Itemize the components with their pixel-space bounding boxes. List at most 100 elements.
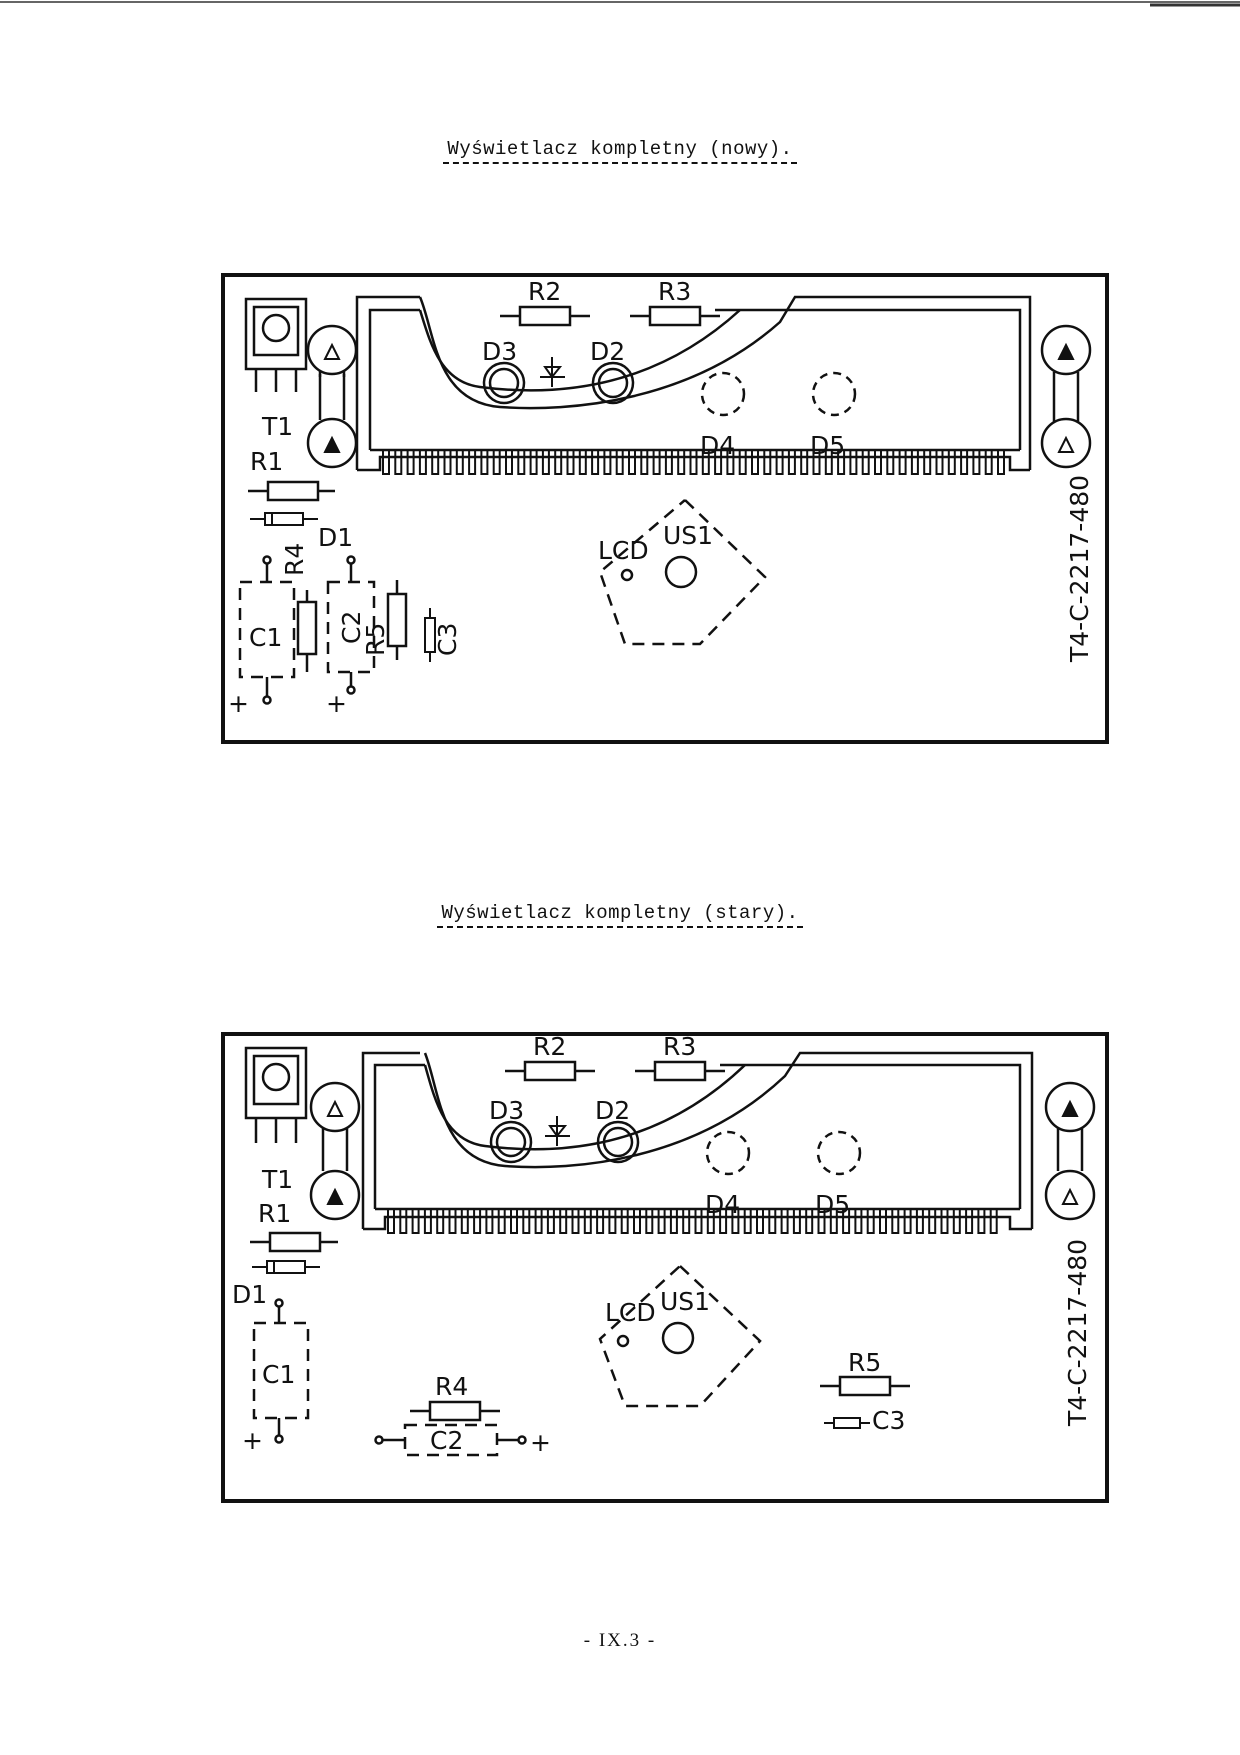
label-c1: C1 — [262, 1360, 295, 1389]
label-r5: R5 — [361, 623, 390, 656]
pcb-diagram-new: T1 LCD R2 R3 D3 — [221, 273, 1109, 744]
label-plus-1: + — [228, 689, 249, 718]
lcd-module — [355, 295, 1032, 475]
label-d2: D2 — [590, 337, 625, 366]
lcd-pin — [763, 449, 772, 475]
lcd-pin — [923, 449, 932, 475]
page-number: - IX.3 - — [583, 1630, 657, 1651]
capacitor-c1 — [252, 1298, 310, 1444]
lcd-pin — [903, 1208, 912, 1234]
lcd-pin — [473, 1208, 482, 1234]
lcd-pin — [977, 1208, 986, 1234]
lcd-pin — [529, 449, 538, 475]
label-c2: C2 — [430, 1426, 463, 1455]
lcd-pin — [522, 1208, 531, 1234]
led-d5-outline — [811, 371, 857, 417]
lcd-pin — [682, 1208, 691, 1234]
resistor-r3 — [630, 305, 720, 327]
label-d5: D5 — [810, 431, 845, 460]
transistor-t1 — [244, 1046, 308, 1143]
lcd-pin — [910, 449, 919, 475]
capacitor-c2 — [374, 1423, 527, 1457]
lcd-pin — [743, 1208, 752, 1234]
diode-d1 — [250, 512, 318, 526]
led-d4-outline — [705, 1130, 751, 1176]
lcd-pin — [510, 1208, 518, 1234]
lcd-pin — [800, 449, 809, 475]
lcd-pin — [387, 1208, 395, 1234]
lcd-pin — [455, 449, 464, 475]
right-mounting-holes — [1040, 324, 1092, 469]
lcd-pin — [505, 449, 513, 475]
label-us1: US1 — [663, 521, 713, 550]
lcd-pin — [874, 449, 882, 475]
lcd-pin — [738, 449, 747, 475]
label-c3: C3 — [433, 623, 462, 656]
lcd-pin — [645, 1208, 654, 1234]
section-title-old: Wyświetlacz kompletny (stary). — [0, 902, 1240, 928]
capacitor-c3 — [824, 1417, 870, 1429]
lcd-pin — [554, 449, 563, 475]
lcd-pin — [418, 449, 427, 475]
lcd-pin — [492, 449, 501, 475]
lcd-pin — [780, 1208, 789, 1234]
lcd-pin — [861, 449, 870, 475]
lcd-pin — [935, 449, 944, 475]
lcd-pin — [997, 449, 1005, 475]
lcd-pin — [603, 449, 612, 475]
lcd-pin — [898, 449, 907, 475]
lcd-pin — [583, 1208, 592, 1234]
resistor-r1 — [248, 480, 335, 502]
lcd-pin — [829, 1208, 838, 1234]
lcd-pin — [701, 449, 710, 475]
lcd-pin — [886, 449, 895, 475]
lcd-pin — [817, 1208, 826, 1234]
label-d3: D3 — [489, 1096, 524, 1125]
led-d3 — [482, 361, 526, 405]
lcd-pin — [628, 449, 636, 475]
lcd-pin — [652, 449, 661, 475]
label-r1: R1 — [258, 1199, 291, 1228]
lcd-pins-new — [382, 449, 1005, 475]
lcd-pin — [406, 449, 415, 475]
label-c2: C2 — [337, 611, 366, 644]
lcd-pin — [664, 449, 673, 475]
lcd-pin — [460, 1208, 469, 1234]
resistor-r2 — [505, 1060, 595, 1082]
resistor-r4 — [296, 590, 318, 672]
lcd-pin — [960, 449, 969, 475]
lcd-pin — [517, 449, 526, 475]
section-title-new-text: Wyświetlacz kompletny (nowy). — [443, 138, 797, 164]
lcd-pin — [731, 1208, 740, 1234]
label-r3: R3 — [663, 1032, 696, 1061]
label-plus-1: + — [242, 1426, 263, 1455]
lcd-pin — [394, 449, 403, 475]
diode-symbol — [545, 1116, 570, 1146]
diode-symbol — [540, 357, 565, 387]
lcd-pin — [411, 1208, 420, 1234]
label-d3: D3 — [482, 337, 517, 366]
board-outline — [221, 1032, 1109, 1503]
lcd-pin — [972, 449, 981, 475]
lcd-pin — [824, 449, 833, 475]
lcd-pin — [915, 1208, 924, 1234]
lcd-pin — [485, 1208, 494, 1234]
label-r2: R2 — [533, 1032, 566, 1061]
label-us1: US1 — [660, 1287, 710, 1316]
label-t1: T1 — [261, 1165, 293, 1194]
label-d2: D2 — [595, 1096, 630, 1125]
label-c3: C3 — [872, 1406, 905, 1435]
board-code: T4-C-2217-480 — [1065, 475, 1094, 663]
transistor-t1 — [244, 297, 308, 392]
resistor-r2 — [500, 305, 590, 327]
pcb-diagram-old: T1 LCD R2 R3 D3 D — [221, 1032, 1109, 1503]
lcd-pin — [431, 449, 440, 475]
label-d4: D4 — [700, 431, 735, 460]
left-mounting-holes — [309, 1081, 361, 1221]
lcd-pin — [443, 449, 452, 475]
lcd-pin — [546, 1208, 555, 1234]
left-mounting-holes — [306, 324, 358, 469]
lcd-pin — [849, 449, 858, 475]
label-r3: R3 — [658, 277, 691, 306]
board-code: T4-C-2217-480 — [1063, 1239, 1092, 1427]
